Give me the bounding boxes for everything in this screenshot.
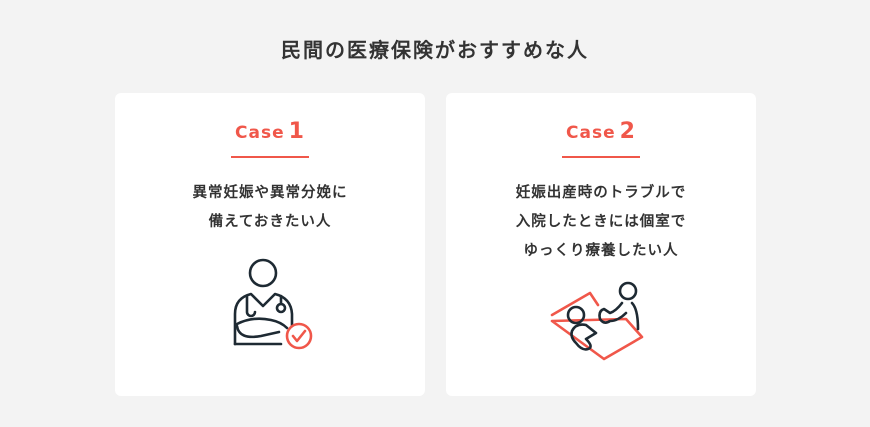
case-label: Case xyxy=(235,123,285,143)
case-underline xyxy=(231,156,309,158)
case-number: 2 xyxy=(619,119,636,144)
description-line: 異常妊娠や異常分娩に xyxy=(192,185,348,201)
doctor-check-icon xyxy=(233,258,313,350)
description-line: ゆっくり療養したい人 xyxy=(523,243,679,259)
description-line: 妊娠出産時のトラブルで xyxy=(515,185,687,201)
case-description: 異常妊娠や異常分娩に 備えておきたい人 xyxy=(115,179,425,237)
case-underline xyxy=(562,156,640,158)
hospital-bed-care-icon xyxy=(550,281,644,361)
case-label: Case xyxy=(566,123,616,143)
page-title: 民間の医療保険がおすすめな人 xyxy=(281,38,589,62)
case-number: 1 xyxy=(288,119,305,144)
description-line: 備えておきたい人 xyxy=(208,214,332,230)
description-line: 入院したときには個室で xyxy=(515,214,687,230)
case-description: 妊娠出産時のトラブルで 入院したときには個室で ゆっくり療養したい人 xyxy=(446,179,756,266)
